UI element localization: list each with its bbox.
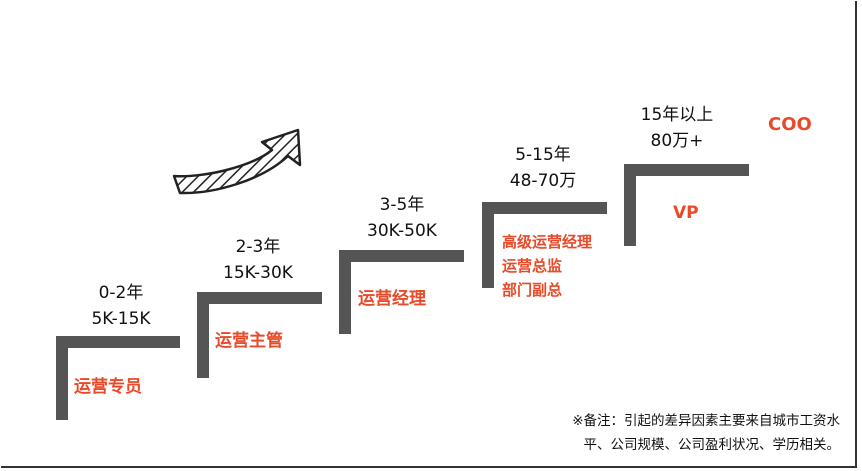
level-2-label: 2-3年 15K-30K (203, 234, 313, 286)
level-5-label: 15年以上 80万+ (622, 102, 732, 154)
stair-step-1 (56, 336, 180, 420)
role-6: COO (768, 114, 812, 135)
level-1-pay: 5K-15K (91, 309, 151, 329)
stair-step-5 (624, 164, 749, 246)
role-4a: 高级运营经理 (502, 233, 593, 251)
stair-step-2 (197, 292, 322, 378)
level-2-pay: 15K-30K (223, 263, 293, 283)
level-1-label: 0-2年 5K-15K (66, 280, 176, 332)
footnote-line-2: 平、公司规模、公司盈利状况、学历相关。 (583, 437, 841, 453)
role-2: 运营主管 (215, 331, 283, 351)
level-3-pay: 30K-50K (367, 221, 437, 241)
footnote: ※备注：引起的差异因素主要来自城市工资水 平、公司规模、公司盈利状况、学历相关。 (540, 409, 840, 457)
role-4c: 部门副总 (502, 281, 563, 299)
role-4-group: 高级运营经理 运营总监 部门副总 (502, 230, 592, 302)
growth-arrow-icon (172, 128, 302, 195)
level-5-pay: 80万+ (650, 131, 704, 151)
level-4-pay: 48-70万 (509, 171, 577, 191)
stair-step-3 (339, 250, 464, 334)
level-3-years: 3-5年 (379, 195, 425, 215)
role-4b: 运营总监 (502, 257, 563, 275)
level-4-years: 5-15年 (515, 145, 571, 165)
level-3-label: 3-5年 30K-50K (347, 192, 457, 244)
role-3: 运营经理 (358, 289, 426, 309)
level-4-label: 5-15年 48-70万 (488, 142, 598, 194)
level-5-years: 15年以上 (640, 105, 714, 125)
role-1: 运营专员 (74, 377, 142, 397)
footnote-line-1: ※备注：引起的差异因素主要来自城市工资水 (572, 413, 840, 429)
level-2-years: 2-3年 (235, 237, 281, 257)
role-5: VP (673, 203, 699, 223)
level-1-years: 0-2年 (98, 283, 144, 303)
stair-step-4 (482, 202, 607, 288)
